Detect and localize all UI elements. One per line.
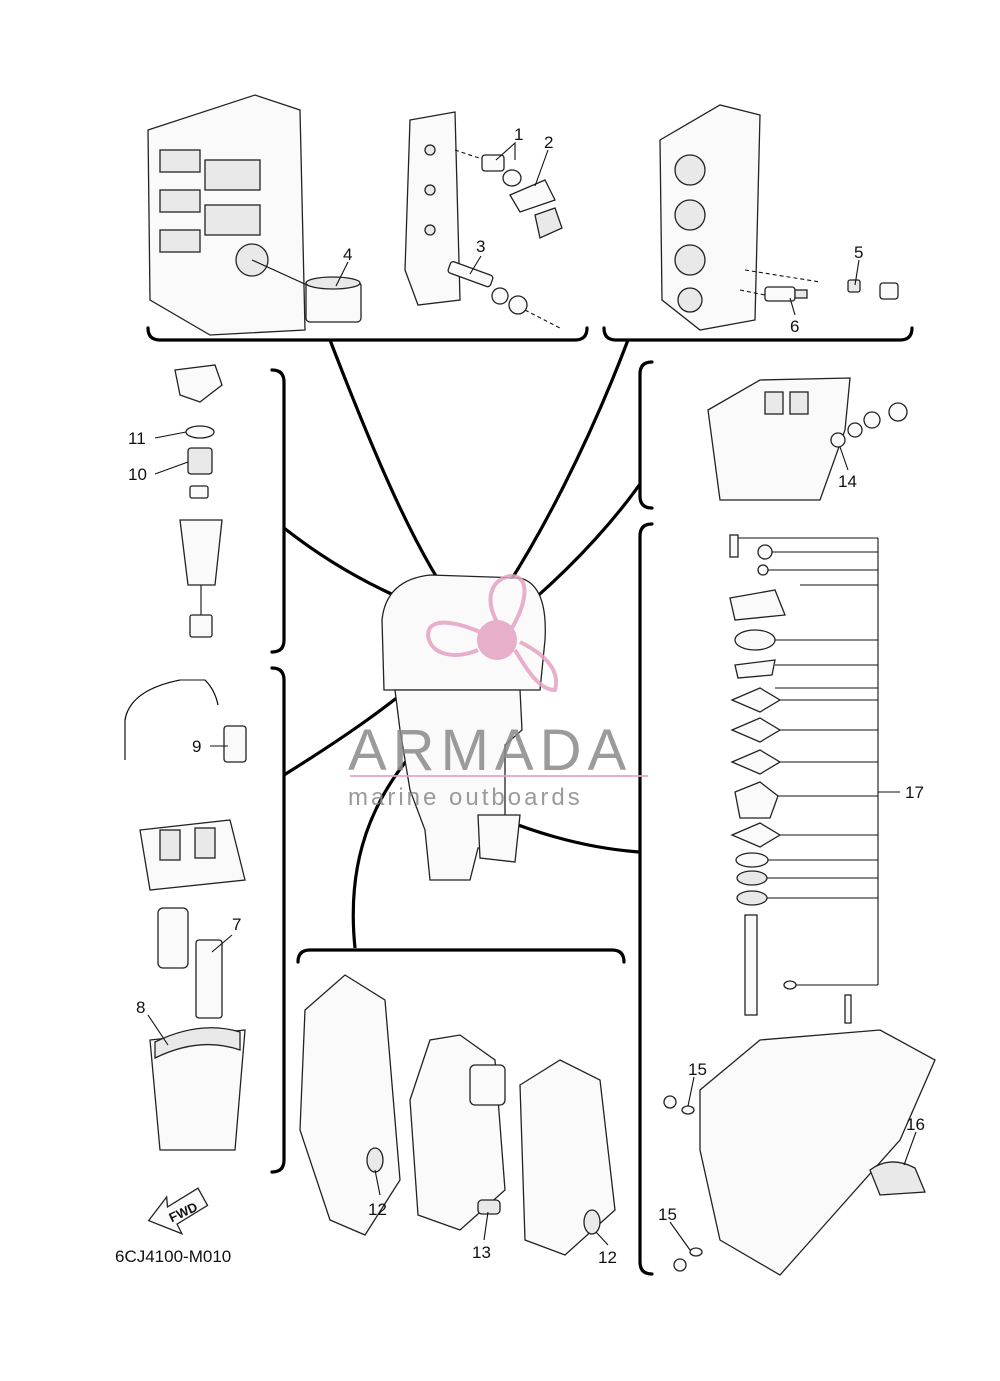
- fwd-label: FWD: [167, 1199, 200, 1225]
- upper-case-assembly: [707, 377, 908, 501]
- callout-14: 14: [838, 472, 857, 491]
- callout-16: 16: [906, 1115, 925, 1134]
- bushing-right: [583, 1209, 601, 1235]
- callout-2: 2: [544, 133, 553, 152]
- callout-7: 7: [232, 915, 241, 934]
- callout-9: 9: [192, 737, 201, 756]
- callout-labels: 1 2 3 4 5 6 7 8 9 10 11 12 12 13 14 15 1…: [128, 125, 925, 1267]
- callout-8: 8: [136, 998, 145, 1017]
- clamp-bracket-assembly: [299, 974, 616, 1256]
- anode-trim-tab: [869, 1161, 926, 1196]
- outboard-engine-outline: [381, 574, 546, 881]
- fuel-filter-element: [187, 447, 213, 475]
- watermark-tagline: marine outboards: [348, 784, 583, 811]
- callout-leaders: [147, 141, 917, 1251]
- upper-case-seal: [830, 432, 846, 448]
- callout-12-right: 12: [598, 1248, 617, 1267]
- thermostat-cover: [509, 179, 556, 213]
- callout-3: 3: [476, 237, 485, 256]
- bushing-center: [477, 1199, 501, 1215]
- callout-1: 1: [514, 125, 523, 144]
- thermostat-small: [847, 279, 861, 293]
- callout-12-left: 12: [368, 1200, 387, 1219]
- callout-5: 5: [854, 243, 863, 262]
- fuel-filter-inline: [223, 725, 247, 763]
- exhaust-cover-assembly: [404, 111, 563, 329]
- oil-filter: [305, 276, 362, 323]
- armada-watermark: ARMADA marine outboards: [348, 573, 648, 811]
- o-ring: [185, 425, 215, 439]
- bushing-left: [366, 1147, 384, 1173]
- callout-15-lower: 15: [658, 1205, 677, 1224]
- thermostat: [481, 154, 505, 172]
- diagram-reference-code: 6CJ4100-M010: [115, 1247, 231, 1266]
- fuel-pump-filter: [195, 939, 223, 1019]
- spark-plug: [764, 286, 808, 302]
- propeller-logo-icon: [425, 573, 559, 693]
- callout-17: 17: [905, 783, 924, 802]
- callout-6: 6: [790, 317, 799, 336]
- thermostat-gasket: [502, 169, 522, 187]
- callout-10: 10: [128, 465, 147, 484]
- fwd-direction-arrow: FWD: [147, 1187, 209, 1235]
- watermark-brand: ARMADA: [348, 718, 632, 783]
- cylinder-head-assembly: [659, 104, 899, 331]
- vapor-separator-assembly: [124, 679, 247, 1151]
- callout-4: 4: [343, 245, 352, 264]
- callout-15-upper: 15: [688, 1060, 707, 1079]
- water-pump-repair-kit: [729, 534, 900, 1016]
- cylinder-block-assembly: [147, 94, 362, 336]
- callout-13: 13: [472, 1243, 491, 1262]
- float-chamber-gasket: [154, 1027, 241, 1060]
- impeller: [734, 659, 776, 679]
- callout-11: 11: [128, 429, 146, 448]
- lower-unit-assembly: [663, 994, 936, 1276]
- electric-fuel-pump: [157, 907, 189, 969]
- fuel-filter-assembly: [174, 364, 223, 638]
- section-brackets: [146, 326, 914, 1276]
